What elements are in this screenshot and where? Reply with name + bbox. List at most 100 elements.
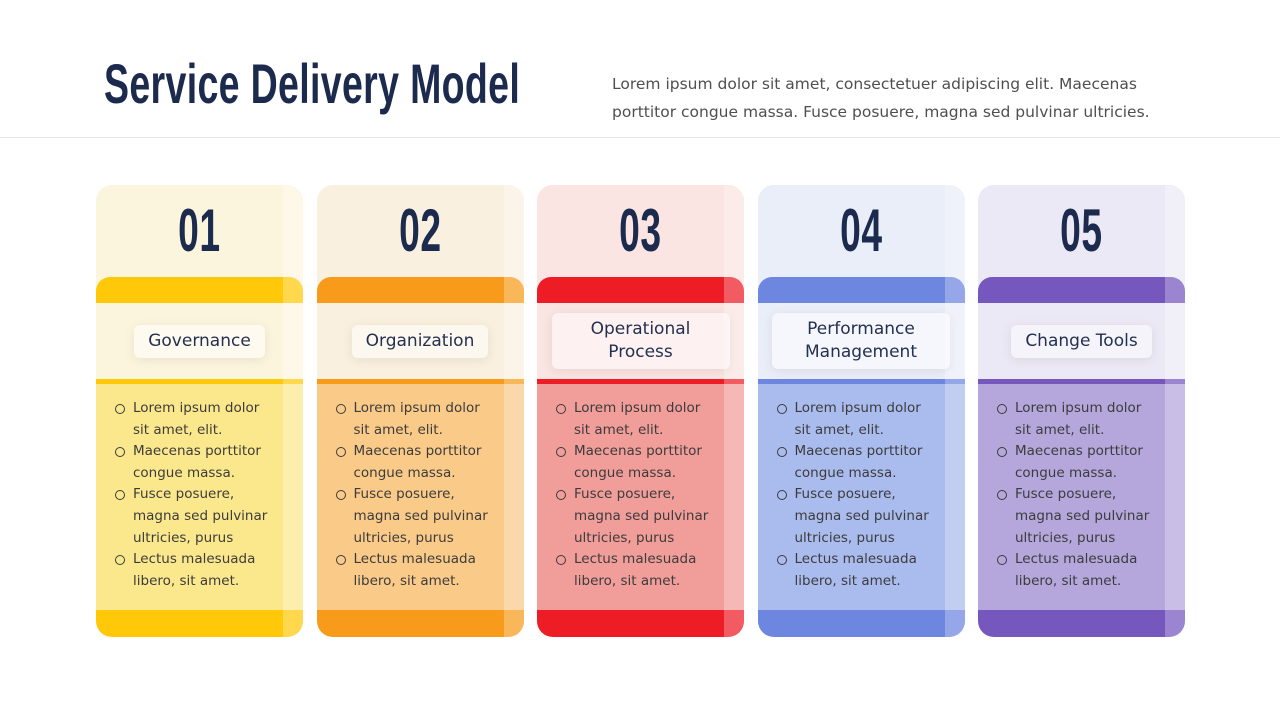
list-item: Maecenas porttitor congue massa. [115, 441, 277, 484]
circle-bullet-icon [776, 446, 787, 457]
card-title-section: Governance [96, 303, 303, 379]
list-item: Fusce posuere, magna sed pulvinar ultric… [556, 484, 718, 549]
page-title: Service Delivery Model [104, 52, 521, 115]
list-item-text: Lectus malesuada libero, sit amet. [1015, 551, 1138, 589]
list-item: Maecenas porttitor congue massa. [335, 441, 498, 484]
list-item: Lorem ipsum dolor sit amet, elit. [335, 398, 498, 441]
list-item-text: Lorem ipsum dolor sit amet, elit. [133, 400, 260, 438]
list-item: Lorem ipsum dolor sit amet, elit. [997, 398, 1159, 441]
list-item: Maecenas porttitor congue massa. [556, 441, 718, 484]
accent-band [757, 277, 965, 303]
slide-header: Service Delivery Model Lorem ipsum dolor… [0, 0, 1280, 138]
card-bullet-list: Lorem ipsum dolor sit amet, elit. Maecen… [978, 384, 1185, 610]
accent-band [96, 277, 303, 303]
accent-band [316, 277, 524, 303]
accent-divider [537, 379, 744, 384]
list-item: Fusce posuere, magna sed pulvinar ultric… [997, 484, 1159, 549]
list-item-text: Fusce posuere, magna sed pulvinar ultric… [1015, 486, 1150, 546]
list-item-text: Fusce posuere, magna sed pulvinar ultric… [794, 486, 929, 546]
card-bullet-list: Lorem ipsum dolor sit amet, elit. Maecen… [757, 384, 965, 610]
list-item-text: Lectus malesuada libero, sit amet. [794, 551, 917, 589]
circle-bullet-icon [997, 446, 1007, 457]
card-number: 05 [1060, 197, 1103, 264]
card-organization: 02 Organization Lorem ipsum dolor sit am… [316, 185, 524, 637]
circle-bullet-icon [335, 446, 346, 457]
card-number: 03 [619, 197, 662, 264]
accent-footer [978, 610, 1185, 637]
card-title: Organization [351, 324, 489, 358]
description-line-2: porttitor congue massa. Fusce posuere, m… [612, 103, 1150, 121]
list-item: Lectus malesuada libero, sit amet. [556, 549, 718, 592]
list-item: Lectus malesuada libero, sit amet. [115, 549, 277, 592]
circle-bullet-icon [115, 446, 125, 457]
card-title-section: Operational Process [537, 303, 744, 379]
card-title: Performance Management [772, 313, 950, 369]
list-item-text: Maecenas porttitor congue massa. [574, 443, 702, 481]
circle-bullet-icon [335, 489, 346, 500]
card-title: Operational Process [551, 313, 730, 369]
card-title: Change Tools [1011, 324, 1152, 358]
circle-bullet-icon [997, 403, 1007, 414]
circle-bullet-icon [997, 554, 1007, 565]
list-item-text: Maecenas porttitor congue massa. [133, 443, 261, 481]
accent-band [978, 277, 1185, 303]
list-item-text: Maecenas porttitor congue massa. [794, 443, 923, 481]
card-number-section: 02 [316, 185, 524, 277]
circle-bullet-icon [997, 489, 1007, 500]
circle-bullet-icon [556, 554, 566, 565]
accent-footer [96, 610, 303, 637]
list-item: Maecenas porttitor congue massa. [776, 441, 939, 484]
circle-bullet-icon [776, 554, 787, 565]
accent-divider [316, 379, 524, 384]
circle-bullet-icon [115, 489, 125, 500]
accent-divider [96, 379, 303, 384]
circle-bullet-icon [776, 403, 787, 414]
card-bullet-list: Lorem ipsum dolor sit amet, elit. Maecen… [96, 384, 303, 610]
card-number: 02 [398, 197, 442, 264]
card-title: Governance [134, 324, 265, 358]
accent-divider [757, 379, 965, 384]
description-line-1: Lorem ipsum dolor sit amet, consectetuer… [612, 75, 1137, 93]
list-item-text: Fusce posuere, magna sed pulvinar ultric… [133, 486, 268, 546]
list-item-text: Lectus malesuada libero, sit amet. [133, 551, 256, 589]
list-item: Lorem ipsum dolor sit amet, elit. [556, 398, 718, 441]
card-number: 04 [839, 197, 883, 264]
list-item: Maecenas porttitor congue massa. [997, 441, 1159, 484]
circle-bullet-icon [556, 489, 566, 500]
accent-divider [978, 379, 1185, 384]
list-item-text: Lorem ipsum dolor sit amet, elit. [353, 400, 480, 438]
list-item: Lectus malesuada libero, sit amet. [997, 549, 1159, 592]
card-governance: 01 Governance Lorem ipsum dolor sit amet… [96, 185, 303, 637]
circle-bullet-icon [335, 403, 346, 414]
card-bullet-list: Lorem ipsum dolor sit amet, elit. Maecen… [316, 384, 524, 610]
circle-bullet-icon [115, 403, 125, 414]
accent-footer [757, 610, 965, 637]
card-number: 01 [178, 197, 221, 264]
card-number-section: 04 [757, 185, 965, 277]
list-item-text: Fusce posuere, magna sed pulvinar ultric… [353, 486, 488, 546]
list-item-text: Lorem ipsum dolor sit amet, elit. [1015, 400, 1142, 438]
list-item-text: Fusce posuere, magna sed pulvinar ultric… [574, 486, 709, 546]
list-item-text: Lorem ipsum dolor sit amet, elit. [794, 400, 921, 438]
circle-bullet-icon [556, 446, 566, 457]
list-item: Fusce posuere, magna sed pulvinar ultric… [776, 484, 939, 549]
list-item-text: Lectus malesuada libero, sit amet. [353, 551, 476, 589]
card-change-tools: 05 Change Tools Lorem ipsum dolor sit am… [978, 185, 1185, 637]
accent-band [537, 277, 744, 303]
circle-bullet-icon [335, 554, 346, 565]
accent-footer [316, 610, 524, 637]
card-title-section: Organization [316, 303, 524, 379]
list-item: Fusce posuere, magna sed pulvinar ultric… [335, 484, 498, 549]
circle-bullet-icon [115, 554, 125, 565]
cards-row: 01 Governance Lorem ipsum dolor sit amet… [96, 185, 1185, 637]
list-item-text: Maecenas porttitor congue massa. [1015, 443, 1143, 481]
card-performance-management: 04 Performance Management Lorem ipsum do… [757, 185, 965, 637]
slide-description: Lorem ipsum dolor sit amet, consectetuer… [612, 70, 1192, 126]
card-title-section: Change Tools [978, 303, 1185, 379]
card-title-section: Performance Management [757, 303, 965, 379]
card-bullet-list: Lorem ipsum dolor sit amet, elit. Maecen… [537, 384, 744, 610]
card-operational-process: 03 Operational Process Lorem ipsum dolor… [537, 185, 744, 637]
list-item: Lorem ipsum dolor sit amet, elit. [776, 398, 939, 441]
card-number-section: 05 [978, 185, 1185, 277]
